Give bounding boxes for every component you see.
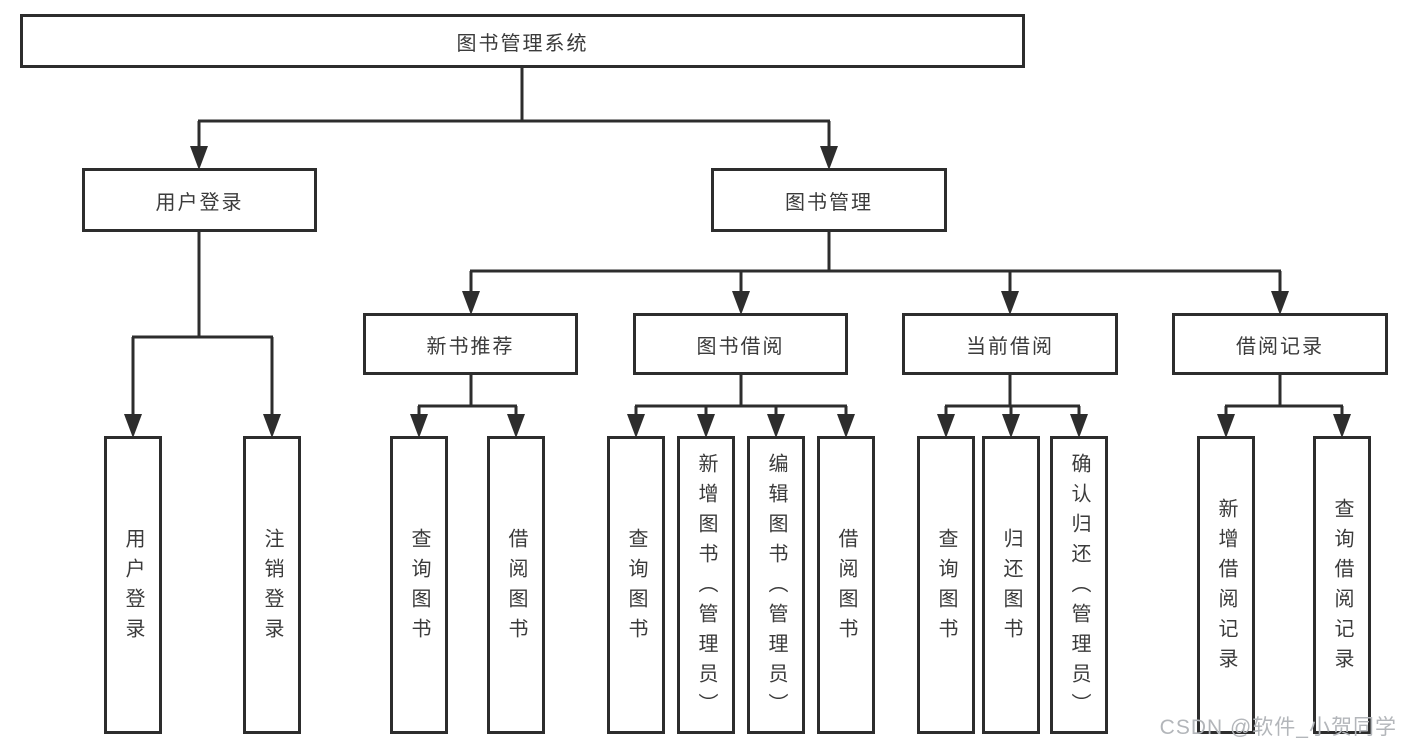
leaf-add-borrow-record: 新增借阅记录 [1197,436,1255,734]
leaf-query-books-current: 查询图书 [917,436,975,734]
leaf-logout: 注销登录 [243,436,301,734]
node-new-book-recommendation: 新书推荐 [363,313,578,375]
leaf-query-books-newrec: 查询图书 [390,436,448,734]
node-current-borrowing: 当前借阅 [902,313,1118,375]
leaf-return-books: 归还图书 [982,436,1040,734]
connector-borrowing-records-to-leaves [1224,375,1344,416]
leaf-borrow-books-newrec: 借阅图书 [487,436,545,734]
csdn-watermark: CSDN @软件_小贺同学 [1159,716,1397,739]
connector-new-book-to-leaves [417,375,518,416]
leaf-confirm-return-admin: 确认归还（管理员） [1050,436,1108,734]
leaf-borrow-books-borrowing: 借阅图书 [817,436,875,734]
connector-root-to-level2 [197,68,831,148]
node-book-management: 图书管理 [711,168,947,232]
connector-book-borrowing-to-leaves [634,375,848,416]
node-book-borrowing: 图书借阅 [633,313,848,375]
connector-user-login-to-leaves [131,232,274,416]
leaf-user-login: 用户登录 [104,436,162,734]
node-user-login: 用户登录 [82,168,317,232]
leaf-query-books-borrowing: 查询图书 [607,436,665,734]
connector-book-management-to-level3 [469,232,1282,293]
arrowheads-level2 [190,146,838,170]
node-library-management-system: 图书管理系统 [20,14,1025,68]
connector-current-borrowing-to-leaves [944,375,1081,416]
arrowheads-user-login-leaves [124,414,281,438]
leaf-add-books-admin: 新增图书（管理员） [677,436,735,734]
arrowheads-book-borrowing-leaves [627,414,855,438]
leaf-query-borrow-record: 查询借阅记录 [1313,436,1371,734]
arrowheads-borrowing-records-leaves [1217,414,1351,438]
arrowheads-new-book-leaves [410,414,525,438]
node-borrowing-records: 借阅记录 [1172,313,1388,375]
arrowheads-level3 [462,291,1289,315]
leaf-edit-books-admin: 编辑图书（管理员） [747,436,805,734]
arrowheads-current-borrowing-leaves [937,414,1088,438]
